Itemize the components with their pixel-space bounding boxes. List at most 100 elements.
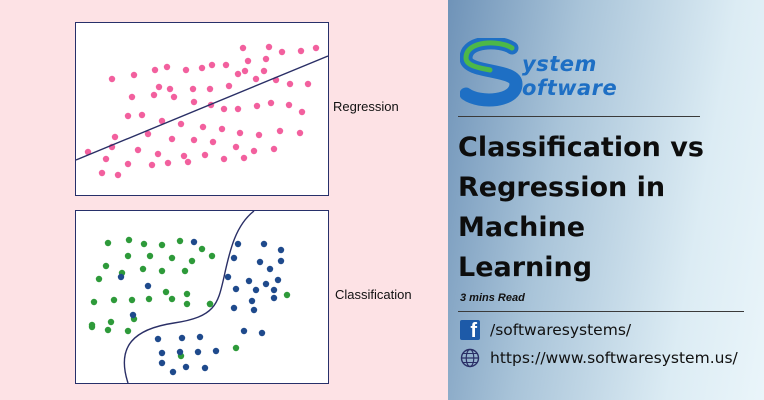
class-b-point [158, 359, 166, 367]
class-a-point [168, 295, 176, 303]
regression-point [177, 120, 185, 128]
regression-point [276, 127, 284, 135]
classification-plot [75, 210, 329, 384]
logo-line-2: oftware [522, 76, 618, 100]
regression-point [190, 136, 198, 144]
regression-point [168, 135, 176, 143]
regression-point [218, 125, 226, 133]
class-b-point [260, 240, 268, 248]
regression-point [252, 75, 260, 83]
class-a-point [183, 290, 191, 298]
regression-point [138, 111, 146, 119]
regression-point [158, 117, 166, 125]
class-b-point [169, 368, 177, 376]
class-a-point [104, 326, 112, 334]
regression-point [134, 146, 142, 154]
regression-point [225, 82, 233, 90]
class-b-point [158, 349, 166, 357]
regression-point [98, 169, 106, 177]
facebook-row[interactable]: f /softwaresystems/ [460, 320, 631, 340]
class-b-point [258, 329, 266, 337]
title-line: Machine [458, 212, 586, 243]
regression-point [108, 75, 116, 83]
regression-point [166, 85, 174, 93]
regression-point [244, 57, 252, 65]
regression-point [206, 85, 214, 93]
regression-point [220, 105, 228, 113]
regression-point [182, 66, 190, 74]
system-software-logo: ystem oftware [460, 38, 640, 108]
class-a-point [232, 344, 240, 352]
class-a-point [125, 236, 133, 244]
regression-point [286, 80, 294, 88]
regression-point [239, 44, 247, 52]
class-b-point [270, 286, 278, 294]
regression-point [253, 102, 261, 110]
class-b-point [194, 348, 202, 356]
regression-point [198, 64, 206, 72]
class-b-point [262, 280, 270, 288]
regression-point [222, 61, 230, 69]
class-a-point [124, 252, 132, 260]
class-b-point [277, 246, 285, 254]
website-link[interactable]: https://www.softwaresystem.us/ [490, 349, 738, 367]
regression-point [170, 93, 178, 101]
class-b-point [234, 240, 242, 248]
regression-point [124, 112, 132, 120]
class-b-point [224, 273, 232, 281]
classification-label: Classification [335, 287, 412, 302]
s-logo-icon [460, 38, 523, 107]
class-b-point [270, 294, 278, 302]
regression-point [296, 129, 304, 137]
globe-icon [460, 348, 480, 368]
logo-line-1: ystem [522, 52, 597, 76]
regression-point [232, 143, 240, 151]
class-b-point [277, 257, 285, 265]
regression-point [84, 148, 92, 156]
regression-point [190, 98, 198, 106]
class-b-point [240, 327, 248, 335]
facebook-handle[interactable]: /softwaresystems/ [490, 321, 632, 339]
class-b-point [250, 306, 258, 314]
regression-point [111, 133, 119, 141]
article-title: Classification vs Regression in Machine … [458, 128, 758, 288]
class-a-point [95, 275, 103, 283]
regression-point [128, 93, 136, 101]
website-row[interactable]: https://www.softwaresystem.us/ [460, 348, 738, 368]
regression-point [278, 48, 286, 56]
regression-label: Regression [333, 99, 399, 114]
title-line: Regression in [458, 172, 666, 203]
regression-point [199, 123, 207, 131]
class-a-point [124, 327, 132, 335]
class-b-point [245, 277, 253, 285]
class-a-point [206, 300, 214, 308]
class-a-point [107, 318, 115, 326]
regression-point [267, 99, 275, 107]
class-b-point [176, 348, 184, 356]
class-a-point [208, 252, 216, 260]
class-a-point [183, 300, 191, 308]
regression-point [285, 101, 293, 109]
class-a-point [188, 257, 196, 265]
regression-point [312, 44, 320, 52]
regression-plot [75, 22, 329, 196]
class-a-point [128, 296, 136, 304]
class-a-point [162, 288, 170, 296]
regression-point [297, 47, 305, 55]
regression-point [144, 130, 152, 138]
decision-boundary [123, 211, 255, 383]
regression-point [260, 67, 268, 75]
regression-point [234, 105, 242, 113]
regression-point [234, 70, 242, 78]
class-a-point [176, 237, 184, 245]
regression-line [76, 55, 328, 161]
regression-point [304, 80, 312, 88]
regression-point [208, 61, 216, 69]
title-line: Classification vs [458, 132, 704, 163]
regression-point [189, 85, 197, 93]
regression-point [255, 131, 263, 139]
regression-point [154, 150, 162, 158]
facebook-icon: f [460, 320, 480, 340]
class-b-point [182, 363, 190, 371]
read-time: 3 mins Read [460, 292, 525, 304]
